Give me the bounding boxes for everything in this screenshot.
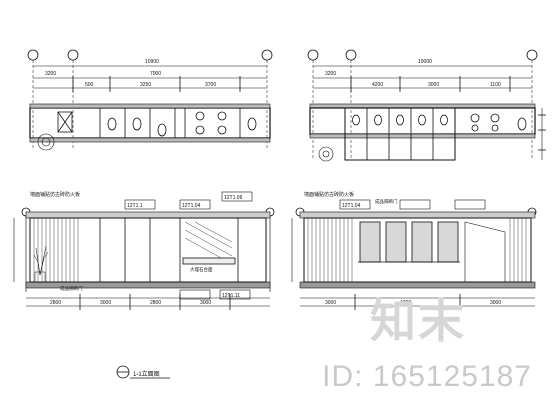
left-elevation	[13, 191, 275, 310]
plan-overall-dim-right: 10000	[418, 59, 432, 65]
section-marker	[116, 365, 170, 379]
plan-dim: 1100	[490, 82, 501, 88]
annotation: 成品隔断门	[60, 285, 83, 292]
section-label: 1-1立面图	[133, 370, 160, 378]
plan-dim: 3250	[140, 82, 151, 88]
plan-overall-dim-left: 10900	[145, 59, 159, 65]
watermark-logo: 知末	[370, 294, 466, 348]
elev-dim: 3000	[325, 300, 336, 306]
elev-dim: 2800	[50, 300, 61, 306]
elev-dim: 2800	[150, 300, 161, 306]
annotation: 大理石台面	[190, 266, 213, 273]
annotation: 成品隔断门	[375, 198, 398, 205]
note-right: 墙面铺贴仿古砖防火板	[304, 191, 354, 198]
grid-bubble	[261, 49, 273, 61]
elev-dim: 3000	[490, 300, 501, 306]
plan-dim: 3200	[45, 71, 56, 77]
elev-dim: 3000	[100, 300, 111, 306]
plan-dim: 7000	[150, 71, 161, 77]
plan-dim: 3700	[205, 82, 216, 88]
watermark-id: ID: 165125187	[322, 360, 532, 393]
plan-dim: 3200	[325, 71, 336, 77]
level-tag: 12T1.04	[182, 203, 201, 209]
right-plan	[307, 49, 546, 162]
level-tag: 12T1.04	[342, 203, 361, 209]
grid-bubble	[27, 49, 39, 61]
right-elevation	[291, 199, 537, 310]
grid-bubble	[67, 49, 79, 61]
left-plan	[27, 49, 273, 151]
plan-dim: 4200	[372, 82, 383, 88]
elev-dim: 3000	[200, 300, 211, 306]
note-left: 墙面铺贴仿古砖防火板	[30, 191, 80, 198]
level-tag: 12T1.1	[127, 203, 143, 209]
elev-dim: 4200	[400, 300, 411, 306]
level-tag: 12T1.06	[224, 195, 243, 201]
plan-dim: 500	[85, 82, 94, 88]
level-tag: 12T1.11	[222, 293, 240, 299]
plan-dim: 3000	[428, 82, 439, 88]
